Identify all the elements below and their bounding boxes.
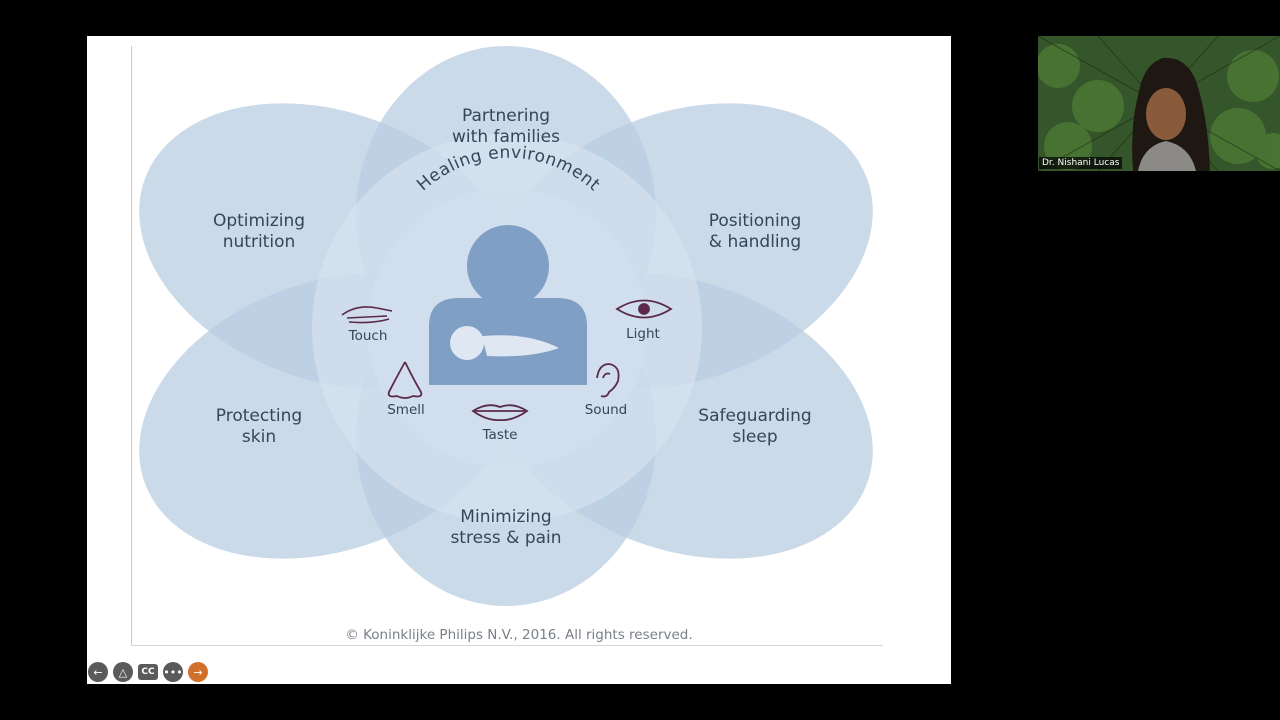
cc-button[interactable]: CC [138,664,158,680]
sense-taste-label: Taste [482,427,518,443]
label-sleep: Safeguarding sleep [698,406,812,447]
label-nutrition: Optimizing nutrition [212,211,306,252]
slide-border-left [131,46,132,646]
care-diagram: Healing environment [139,46,873,606]
label-partnering: Partnering with families [452,106,560,147]
sense-smell-label: Smell [387,402,425,418]
arrow-right-icon[interactable]: → [188,662,208,682]
video-feed-image [1038,36,1280,171]
participant-video[interactable]: Dr. Nishani Lucas [1038,36,1280,171]
sense-light-label: Light [626,326,660,342]
ear-icon [596,363,620,398]
label-skin: Protecting skin [215,406,303,447]
nose-icon [387,361,423,399]
sense-sound-label: Sound [584,402,628,418]
touch-icon [341,306,393,324]
participant-name: Dr. Nishani Lucas [1039,157,1123,169]
eye-icon [615,299,673,319]
slide-border-bottom [131,645,883,646]
baby-icon [450,326,559,360]
arrow-left-icon[interactable]: ← [88,662,108,682]
more-icon[interactable]: ••• [163,662,183,682]
copyright-notice: © Koninklijke Philips N.V., 2016. All ri… [345,627,693,643]
pointer-icon[interactable]: △ [113,662,133,682]
lips-icon [471,404,529,421]
sense-touch-label: Touch [348,328,388,344]
presentation-slide: Healing environment Partnering with fami… [87,36,951,684]
label-stress: Minimizing stress & pain [450,507,562,548]
label-positioning: Positioning & handling [708,211,802,252]
